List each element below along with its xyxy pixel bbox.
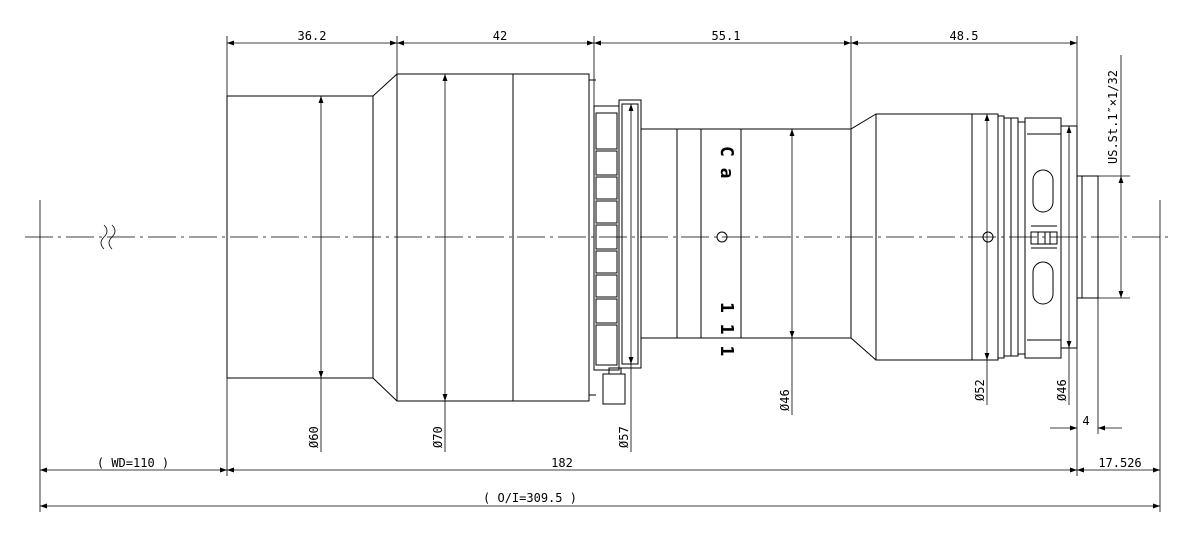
dim-thread: US.St.1″×1/32	[1106, 70, 1120, 164]
focus-locking-ring	[618, 99, 642, 369]
lens-taper	[372, 73, 398, 402]
dim-top-1: 36.2	[298, 29, 327, 43]
dim-object-to-image: ( O/I=309.5 )	[483, 491, 577, 505]
dim-diameter-focus-ring: Ø57	[617, 426, 631, 448]
lens-front-barrel	[226, 95, 374, 379]
dim-lens-length: 182	[551, 456, 573, 470]
dim-working-distance: ( WD=110 )	[97, 456, 169, 470]
break-symbol	[100, 224, 116, 250]
dim-flange-thickness: 4	[1082, 414, 1089, 428]
mount-adapter	[1024, 117, 1062, 359]
rear-barrel	[875, 113, 1026, 361]
dim-top-4: 48.5	[950, 29, 979, 43]
bottom-extension-lines	[39, 200, 1161, 512]
top-extension-lines	[226, 36, 1078, 129]
thread-dimension	[1098, 55, 1130, 299]
thread-stub	[1076, 175, 1099, 299]
engraving-upper: C a	[716, 146, 737, 179]
locking-screw	[602, 367, 626, 405]
dim-diameter-main: Ø70	[431, 426, 445, 448]
dim-diameter-front: Ø60	[307, 426, 321, 448]
diameter-dimension-lines	[318, 74, 1072, 452]
dim-diameter-rear-tube: Ø46	[778, 389, 792, 411]
dim-diameter-rear-barrel: Ø52	[973, 379, 987, 401]
lens-engraving: C a 1 1 1	[716, 146, 737, 356]
dim-back-focus: 17.526	[1098, 456, 1141, 470]
bottom-dimension-lines	[40, 467, 1160, 509]
dim-top-2: 42	[493, 29, 507, 43]
rear-taper	[850, 113, 877, 361]
focus-ring-knurled	[593, 105, 620, 371]
lens-main-barrel	[396, 73, 596, 402]
engraving-lower: 1 1 1	[716, 302, 737, 356]
lens-rear-tube	[640, 128, 852, 339]
flange-thickness-dimension	[1050, 298, 1122, 434]
dim-diameter-flange: Ø46	[1055, 379, 1069, 401]
dim-top-3: 55.1	[712, 29, 741, 43]
